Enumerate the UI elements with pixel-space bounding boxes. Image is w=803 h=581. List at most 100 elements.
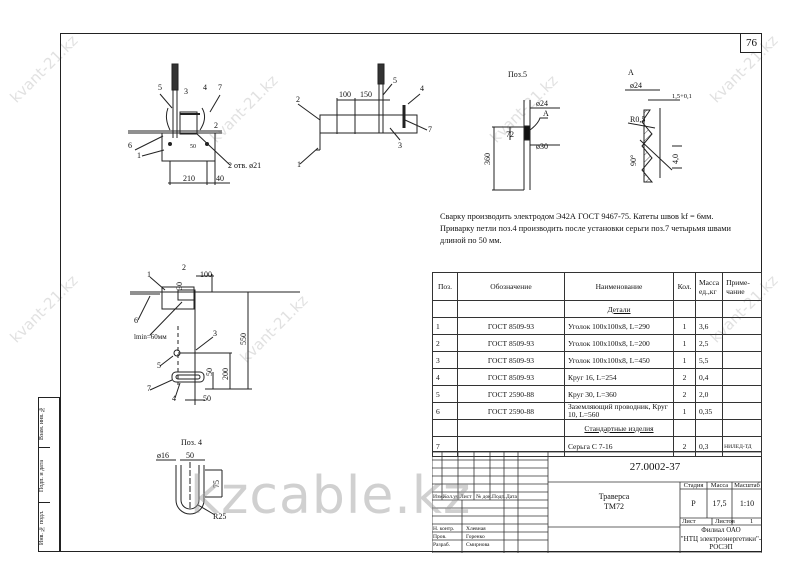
dim-label: ø24 — [630, 81, 642, 90]
document-code: 27.0002-37 — [629, 461, 681, 473]
stage-value: Р — [691, 499, 696, 508]
title-block-grid — [432, 452, 762, 553]
dim-label: 210 — [183, 174, 195, 183]
org-line: Филиал ОАО — [701, 526, 741, 534]
section-row: Стандартные изделия — [432, 419, 762, 437]
watermark-main: kzcable.kz — [190, 466, 472, 526]
role-label: Пров. — [433, 534, 447, 540]
dim-label: 7 — [147, 384, 151, 393]
person-name: Горенко — [466, 534, 485, 540]
revision-grid: Изм. Кол.уч. Лист № док. Подп. Дата Н. к… — [432, 452, 548, 553]
cell-name: Круг 30, L=360 — [563, 385, 675, 403]
dim-label: ø30 — [536, 142, 548, 151]
cell-name: Уголок 100х100х8, L=450 — [563, 351, 675, 369]
cell-note — [722, 334, 762, 352]
cell-designation: ГОСТ 8509-93 — [456, 351, 565, 369]
document-name: Траверса ТМ72 — [548, 492, 680, 512]
dim-label: 2 — [182, 263, 186, 272]
organization: Филиал ОАО "НТЦ электроэнергетики"- РОСЭ… — [680, 526, 762, 552]
dim-label: 50 — [203, 394, 211, 403]
col-label: № док. — [476, 494, 493, 500]
dim-label: ø24 — [536, 99, 548, 108]
col-label: Подп. — [492, 494, 506, 500]
cell-qty: 1 — [673, 334, 697, 352]
dim-label: 1,5+0,1 — [672, 93, 692, 100]
dim-label: 5 — [393, 76, 397, 85]
note-line: длиной по 50 мм. — [440, 236, 502, 245]
role-label: Н. контр. — [433, 526, 455, 532]
stage-label: Стадия — [683, 482, 704, 489]
front-view — [128, 63, 231, 185]
col-label: Лист — [460, 494, 472, 500]
cell-qty: 1 — [673, 402, 697, 420]
dim-label: 2 отв. ø21 — [228, 161, 261, 170]
cell-pos: 1 — [432, 317, 458, 335]
person-name: Смирнова — [466, 542, 490, 548]
cell-designation: ГОСТ 8509-93 — [456, 368, 565, 386]
drawing-frame — [60, 33, 762, 552]
col-header: Масса ед.,кг — [695, 272, 724, 301]
mass-label: Масса — [710, 482, 729, 489]
dim-label: 90° — [629, 155, 638, 166]
dim-label: R25 — [213, 512, 226, 521]
cell-note — [722, 351, 762, 369]
dim-label: 550 — [239, 333, 248, 345]
view-title: А — [628, 68, 634, 77]
col-header: Обозначение — [456, 272, 565, 301]
cell-mass: 2,0 — [695, 385, 724, 403]
dim-label: 150 — [360, 90, 372, 99]
person-name: Хлевная — [466, 526, 486, 532]
dim-label: A — [543, 109, 549, 118]
dim-label: 6 — [134, 316, 138, 325]
dim-label: 3 — [184, 87, 188, 96]
view-title: Поз.5 — [508, 70, 527, 79]
col-label: Дата — [506, 494, 517, 500]
sheets-label: Листов — [715, 518, 735, 525]
col-header: Кол. — [673, 272, 697, 301]
side-view — [297, 63, 428, 165]
title-block: Изм. Кол.уч. Лист № док. Подп. Дата Н. к… — [432, 451, 762, 553]
cell-qty: 1 — [673, 351, 697, 369]
dim-label: 1 — [147, 270, 151, 279]
col-label: Кол.уч. — [443, 494, 461, 500]
dim-label: 100 — [200, 270, 212, 279]
cell-name: Круг 16, L=254 — [563, 368, 675, 386]
col-header: Приме-чание — [722, 272, 762, 301]
cell-note — [722, 402, 762, 420]
scale-label: Масштаб — [734, 482, 760, 489]
dim-label: 100 — [339, 90, 351, 99]
dim-label: 4,0 — [671, 154, 680, 164]
cell-pos: 6 — [432, 402, 458, 420]
cell-pos: 3 — [432, 351, 458, 369]
cell-designation: ГОСТ 2590-88 — [456, 385, 565, 403]
scale-value: 1:10 — [739, 499, 755, 508]
sheet-label: Лист — [682, 518, 696, 525]
col-header: Наименование — [563, 272, 675, 301]
cell-pos: 4 — [432, 368, 458, 386]
org-line: РОСЭП — [709, 543, 733, 551]
side-stamp-strip: Взам. инв. № Подп. и дата Инв. № подл. — [38, 397, 60, 552]
dim-label: 1 — [297, 160, 301, 169]
col-header: Поз. — [432, 272, 458, 301]
specification-table: Поз. Обозначение Наименование Кол. Масса… — [432, 272, 762, 457]
dim-label: 200 — [221, 368, 230, 380]
dim-label: 75 — [212, 480, 221, 488]
cell-name: Заземляющий проводник, Круг 10, L=560 — [563, 402, 675, 420]
cell-designation: ГОСТ 8509-93 — [456, 334, 565, 352]
document-name-line: Траверса — [598, 492, 630, 501]
dim-label: 5 — [158, 83, 162, 92]
dim-label: 4 — [420, 84, 424, 93]
cell-name: Уголок 100х100х8, L=290 — [563, 317, 675, 335]
section-title: Детали — [563, 300, 675, 318]
dim-label: 5 — [157, 361, 161, 370]
dim-label: 30 — [175, 282, 184, 290]
cell-name: Уголок 100х100х8, L=200 — [563, 334, 675, 352]
welding-notes: Сварку производить электродом Э42А ГОСТ … — [440, 211, 770, 247]
dim-label: R0,5 — [630, 115, 645, 124]
cell-designation: ГОСТ 2590-88 — [456, 402, 565, 420]
